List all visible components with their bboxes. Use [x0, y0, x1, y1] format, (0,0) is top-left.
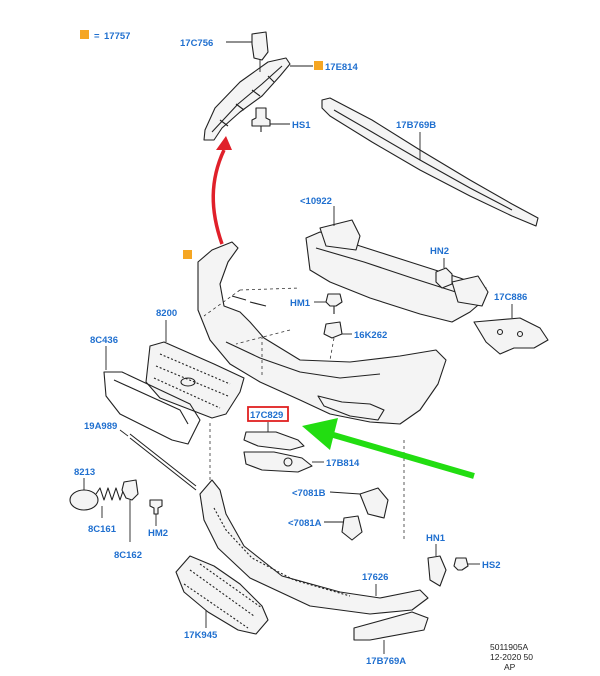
legend-swatch	[80, 30, 89, 39]
label-17e814: 17E814	[325, 62, 358, 73]
red-arrow	[211, 149, 226, 245]
valance-17626	[199, 479, 429, 615]
surround-8c436	[103, 371, 201, 445]
label-hs2: HS2	[482, 560, 500, 571]
reference-line-2: 12-2020 50	[490, 652, 533, 662]
fastener-hm1	[325, 293, 343, 307]
legend-equals: =	[94, 31, 100, 42]
label-hn2: HN2	[430, 246, 449, 257]
label-17k945: 17K945	[184, 630, 218, 641]
label-hn1: HN1	[426, 533, 446, 544]
reference-line-1: 5011905A	[490, 642, 528, 652]
label-17c756: 17C756	[180, 38, 213, 49]
label-8c161: 8C161	[88, 524, 117, 535]
clip-8c162	[121, 479, 139, 501]
label-8213: 8213	[74, 467, 95, 478]
label-16k262: 16K262	[354, 330, 387, 341]
clip-17c756	[251, 31, 269, 61]
bumper-cover	[197, 241, 447, 425]
spring-8c161	[95, 487, 125, 501]
strip-19a989	[129, 433, 197, 487]
green-arrow-head	[302, 418, 338, 450]
badge-8213	[69, 489, 99, 511]
green-arrow	[329, 431, 475, 479]
label-17b814: 17B814	[326, 458, 360, 469]
bracket-hn1	[427, 555, 447, 587]
absorber-17b769a	[353, 611, 429, 641]
label-7081a: <7081A	[288, 518, 322, 529]
label-17b769b: 17B769B	[396, 120, 436, 131]
grille-8200	[145, 341, 245, 419]
label-17b769a: 17B769A	[366, 656, 406, 667]
marker-17e814	[314, 61, 323, 70]
label-17c829: 17C829	[250, 410, 283, 421]
cover-17c829	[243, 431, 305, 451]
absorber-17b769b	[321, 97, 539, 227]
red-arrow-head	[216, 136, 232, 150]
screw-hs1	[251, 107, 271, 127]
bracket-17c886	[473, 317, 549, 355]
bracket-7081a	[341, 515, 363, 541]
label-19a989: 19A989	[84, 421, 117, 432]
lower-grille-17k945	[175, 555, 269, 635]
reference-line-3: AP	[504, 662, 516, 672]
label-hm2: HM2	[148, 528, 168, 539]
label-hm1: HM1	[290, 298, 311, 309]
bracket-7081b	[359, 487, 389, 519]
label-8200: 8200	[156, 308, 177, 319]
legend-part-number: 17757	[104, 31, 130, 42]
label-7081b: <7081B	[292, 488, 326, 499]
label-8c162: 8C162	[114, 550, 142, 561]
label-8c436: 8C436	[90, 335, 118, 346]
label-17626: 17626	[362, 572, 388, 583]
screw-hs2	[453, 557, 469, 571]
marker-bumper	[183, 250, 192, 259]
screw-hm2	[149, 499, 163, 515]
reinforcement-10922	[305, 231, 487, 323]
label-10922: <10922	[300, 196, 332, 207]
clip-16k262	[323, 321, 343, 339]
highlight-box-17c829	[247, 406, 289, 422]
label-hs1: HS1	[292, 120, 311, 131]
label-17c886: 17C886	[494, 292, 527, 303]
cover-17b814	[243, 451, 313, 473]
nut-hn2	[435, 267, 453, 289]
